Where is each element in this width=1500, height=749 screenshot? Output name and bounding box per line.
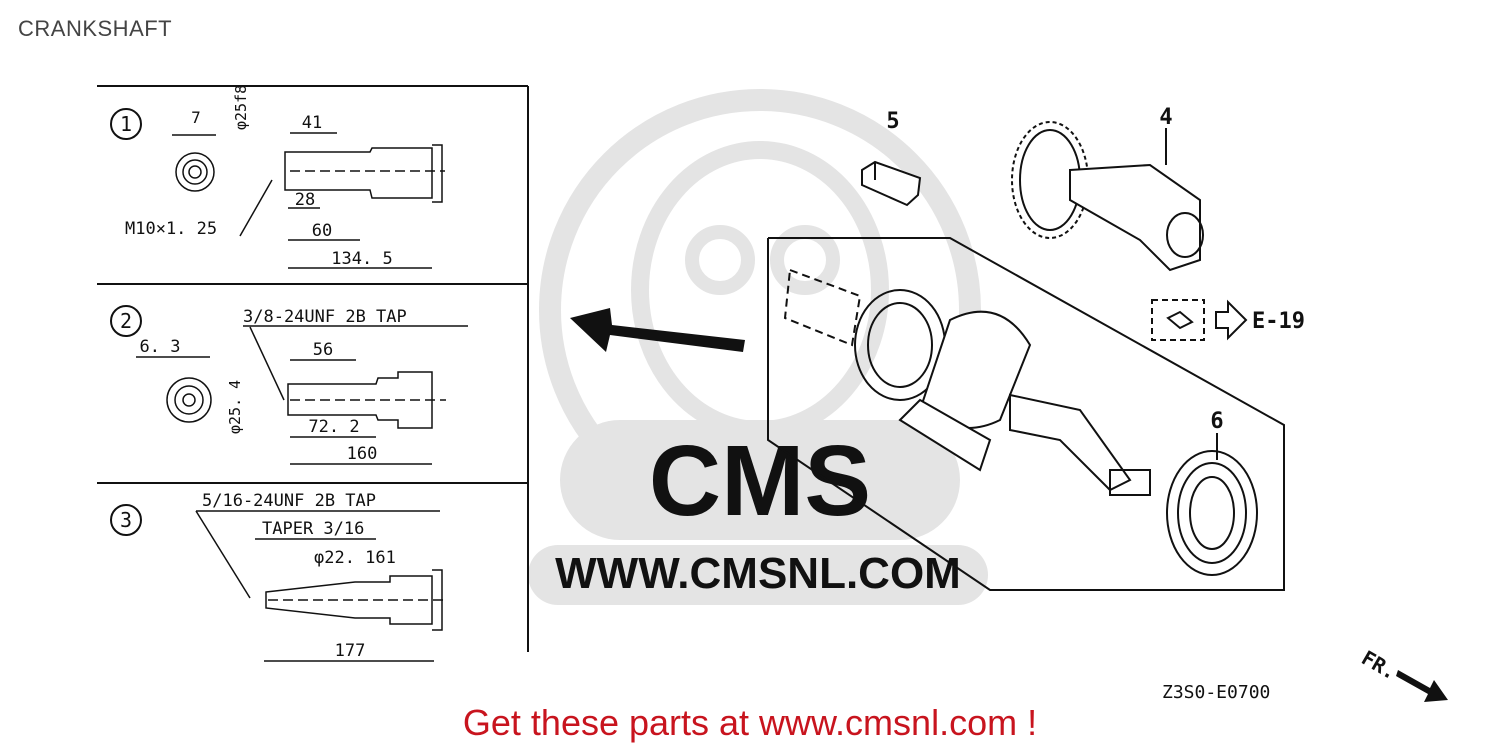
watermark-badge xyxy=(560,420,960,540)
watermark-url: WWW.CMSNL.COM xyxy=(555,549,961,598)
variant-1-dim-41: 41 xyxy=(302,113,322,133)
part-6-label: 6 xyxy=(1210,409,1223,434)
variant-1-dim-60: 60 xyxy=(312,221,332,241)
part-6-bearing: 6 xyxy=(1166,409,1258,576)
variant-2-diameter: φ25. 4 xyxy=(226,380,244,434)
part-4-balancer: 4 xyxy=(1011,105,1204,272)
variant-2-number: 2 xyxy=(120,309,132,333)
e19-reference: E-19 xyxy=(1151,299,1305,341)
page-title: CRANKSHAFT xyxy=(18,16,173,41)
variant-1-thread: M10×1. 25 xyxy=(125,219,217,239)
variant-3-taper: TAPER 3/16 xyxy=(262,519,364,539)
variant-1-dim-134: 134. 5 xyxy=(331,249,392,269)
variant-1-number: 1 xyxy=(120,112,132,136)
e19-label: E-19 xyxy=(1252,309,1305,334)
front-indicator: FR. xyxy=(1358,646,1448,702)
variant-3-dim-177: 177 xyxy=(335,641,366,661)
variant-3: 3 5/16-24UNF 2B TAP TAPER 3/16 φ22. 161 … xyxy=(110,491,446,662)
variant-2: 2 3/8-24UNF 2B TAP 6. 3 56 φ25. 4 72. 2 … xyxy=(110,305,468,465)
drawing-code: Z3S0-E0700 xyxy=(1162,682,1270,703)
variant-2-marker xyxy=(110,305,142,337)
variant-3-marker xyxy=(110,504,142,536)
watermark-brand: CMS xyxy=(649,425,871,537)
variant-3-tap: 5/16-24UNF 2B TAP xyxy=(202,491,376,511)
variant-1-dim-28: 28 xyxy=(295,190,315,210)
variant-2-dim-key: 6. 3 xyxy=(140,337,181,357)
crankshaft-assembly xyxy=(767,237,1285,591)
variant-1-diameter: φ25f8 xyxy=(232,85,250,130)
variant-2-dim-72: 72. 2 xyxy=(308,417,359,437)
variant-1-marker xyxy=(110,108,142,140)
variant-3-number: 3 xyxy=(120,508,132,532)
promo-link[interactable]: Get these parts at www.cmsnl.com ! xyxy=(462,702,1038,743)
variant-2-tap: 3/8-24UNF 2B TAP xyxy=(243,307,407,327)
watermark-url-badge xyxy=(528,545,988,605)
part-5-label: 5 xyxy=(886,109,899,134)
direction-arrow xyxy=(570,308,745,352)
variant-3-diameter: φ22. 161 xyxy=(314,548,396,568)
variant-2-dim-56: 56 xyxy=(313,340,333,360)
part-4-label: 4 xyxy=(1159,105,1172,130)
watermark: CMS WWW.CMSNL.COM xyxy=(528,89,988,605)
shaft-dashed-outline xyxy=(783,268,862,347)
variant-2-dim-160: 160 xyxy=(347,444,378,464)
variant-1-dim-key: 7 xyxy=(191,108,201,127)
front-label: FR. xyxy=(1358,646,1401,685)
variant-panel xyxy=(97,85,529,652)
variant-1: 1 7 41 φ25f8 28 60 134. 5 M10×1. 25 xyxy=(110,85,445,269)
part-5-key: 5 xyxy=(861,109,922,207)
